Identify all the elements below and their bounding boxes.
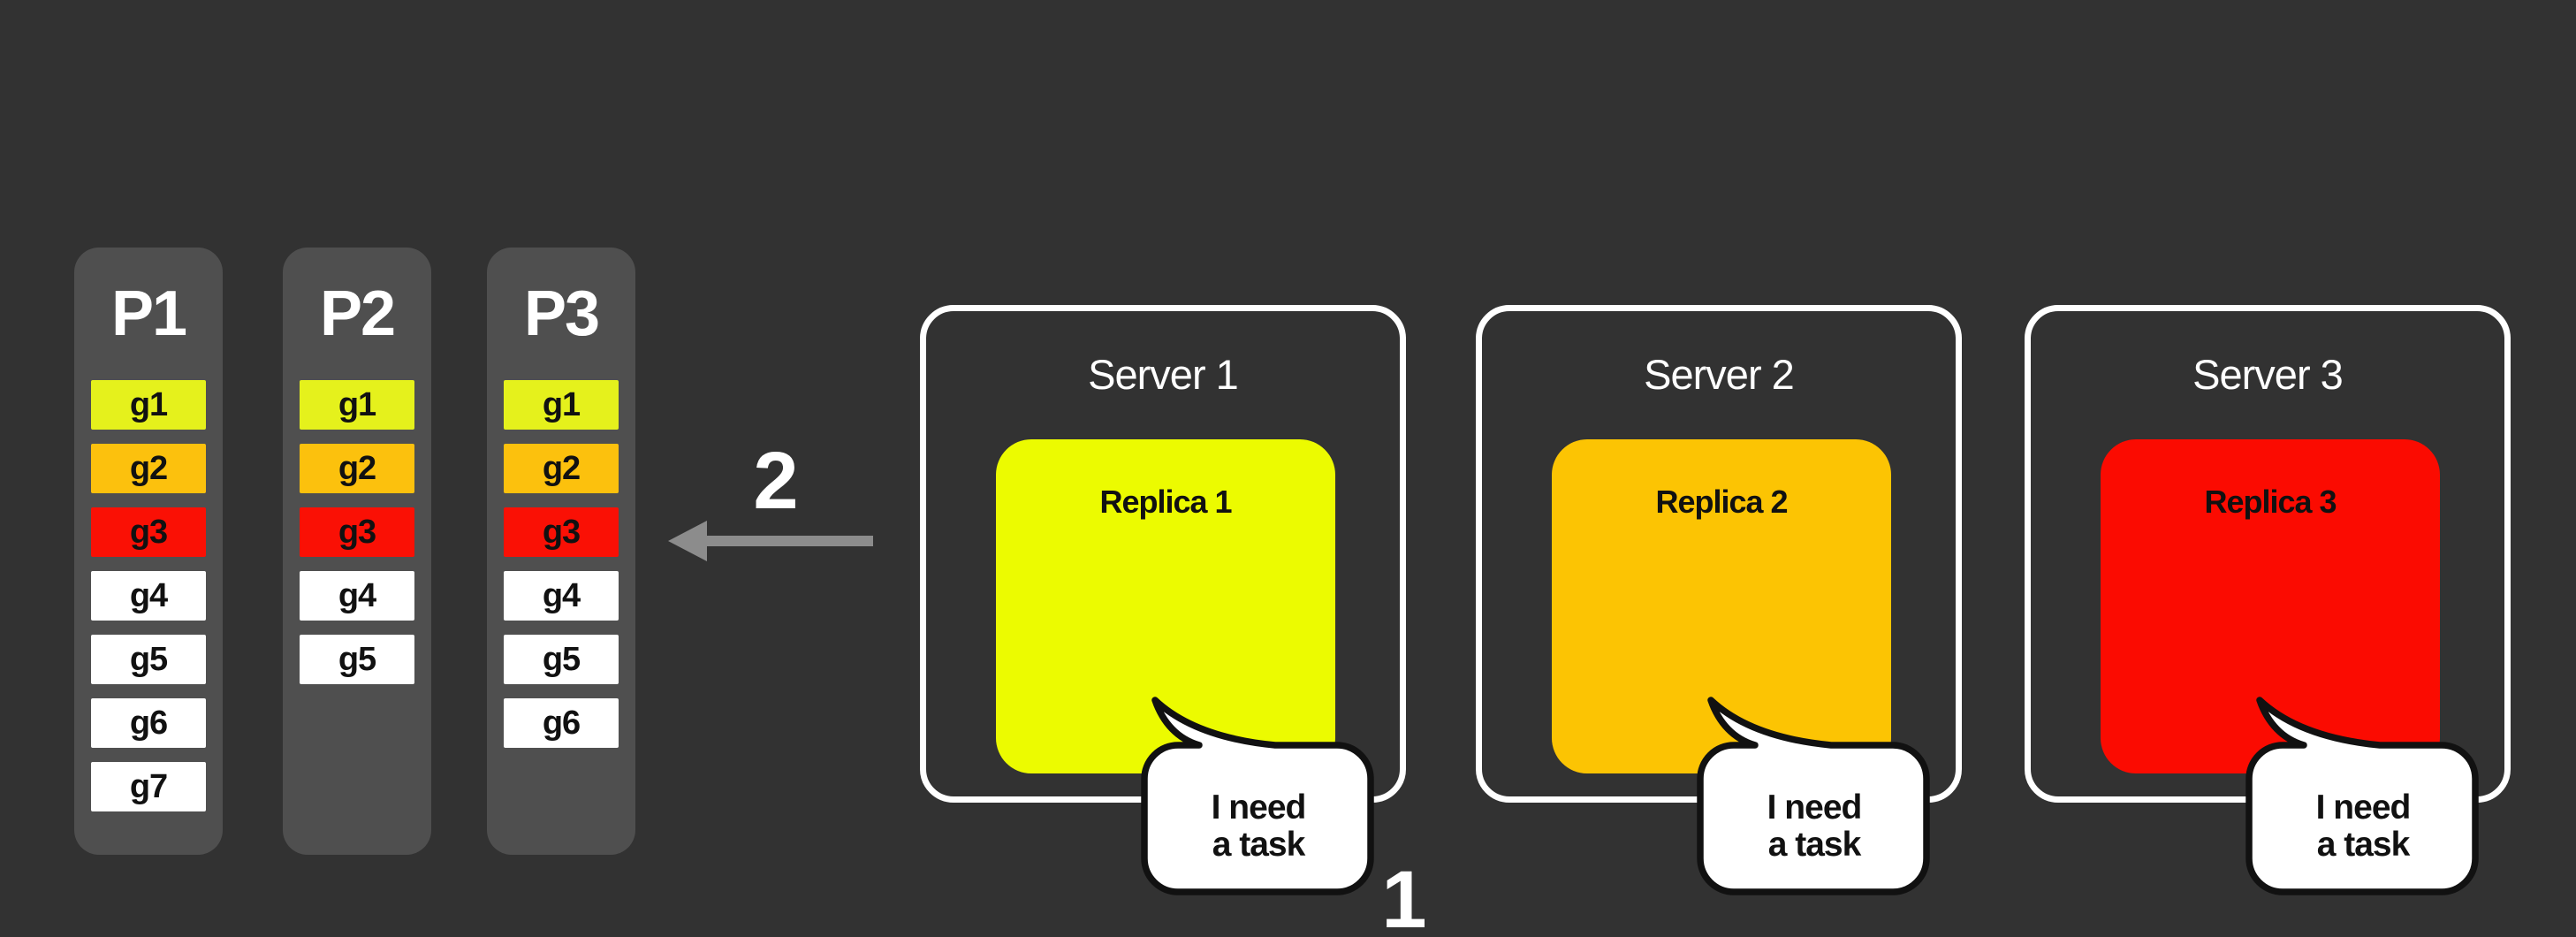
speech-bubble-text-line2: a task <box>2317 826 2411 864</box>
task-chip-g1: g1 <box>300 380 414 430</box>
partition-p1: P1 g1 g2 g3 g4 g5 g6 g7 <box>74 248 223 855</box>
task-chip-g7: g7 <box>91 762 206 811</box>
server-1-box: Server 1 Replica 1 <box>920 305 1406 803</box>
task-chip-g3: g3 <box>300 507 414 557</box>
task-chip-g6: g6 <box>504 698 619 748</box>
task-chip-g4: g4 <box>91 571 206 621</box>
partition-p3-title: P3 <box>523 278 600 349</box>
server-1-group: Server 1 Replica 1 I need a task <box>920 305 1406 895</box>
task-chip-g3: g3 <box>91 507 206 557</box>
partition-p2: P2 g1 g2 g3 g4 g5 <box>283 248 431 855</box>
speech-bubble-shape <box>1697 697 1930 895</box>
speech-bubble-text-line1: I need <box>1767 788 1862 827</box>
task-chip-g2: g2 <box>91 444 206 493</box>
replica-3-title: Replica 3 <box>2204 484 2337 520</box>
speech-bubble-text-line1: I need <box>2316 788 2411 827</box>
partition-p3: P3 g1 g2 g3 g4 g5 g6 <box>487 248 635 855</box>
speech-bubble-shape <box>2245 697 2479 895</box>
speech-bubble-text-line2: a task <box>1768 826 1862 864</box>
speech-bubble-2: I need a task <box>1697 697 1930 895</box>
task-chip-g3: g3 <box>504 507 619 557</box>
task-chip-g1: g1 <box>504 380 619 430</box>
task-chip-g4: g4 <box>300 571 414 621</box>
task-chip-g4: g4 <box>504 571 619 621</box>
task-chip-g2: g2 <box>300 444 414 493</box>
partition-p2-title: P2 <box>319 278 396 349</box>
server-3-group: Server 3 Replica 3 I need a task <box>2025 305 2511 895</box>
partition-p1-title: P1 <box>110 278 187 349</box>
speech-bubble-text-line2: a task <box>1212 826 1306 864</box>
task-chip-g5: g5 <box>300 635 414 684</box>
arrow-head <box>668 521 707 561</box>
task-chip-g1: g1 <box>91 380 206 430</box>
step-1-label: 1 <box>1381 855 1427 937</box>
speech-bubble-3: I need a task <box>2245 697 2479 895</box>
task-chip-g5: g5 <box>91 635 206 684</box>
server-1-title: Server 1 <box>1088 351 1239 398</box>
task-chip-g2: g2 <box>504 444 619 493</box>
replica-1-title: Replica 1 <box>1099 484 1232 520</box>
speech-bubble-shape <box>1141 697 1374 895</box>
server-2-title: Server 2 <box>1644 351 1795 398</box>
server-3-title: Server 3 <box>2192 351 2344 398</box>
left-arrow <box>668 521 873 561</box>
speech-bubble-1: I need a task <box>1141 697 1374 895</box>
task-chip-g5: g5 <box>504 635 619 684</box>
replica-2-title: Replica 2 <box>1655 484 1788 520</box>
replica-1-box: Replica 1 <box>996 439 1335 773</box>
speech-bubble-text-line1: I need <box>1212 788 1306 827</box>
task-chip-g6: g6 <box>91 698 206 748</box>
server-2-group: Server 2 Replica 2 I need a task <box>1476 305 1962 895</box>
step-2-label: 2 <box>753 436 799 526</box>
